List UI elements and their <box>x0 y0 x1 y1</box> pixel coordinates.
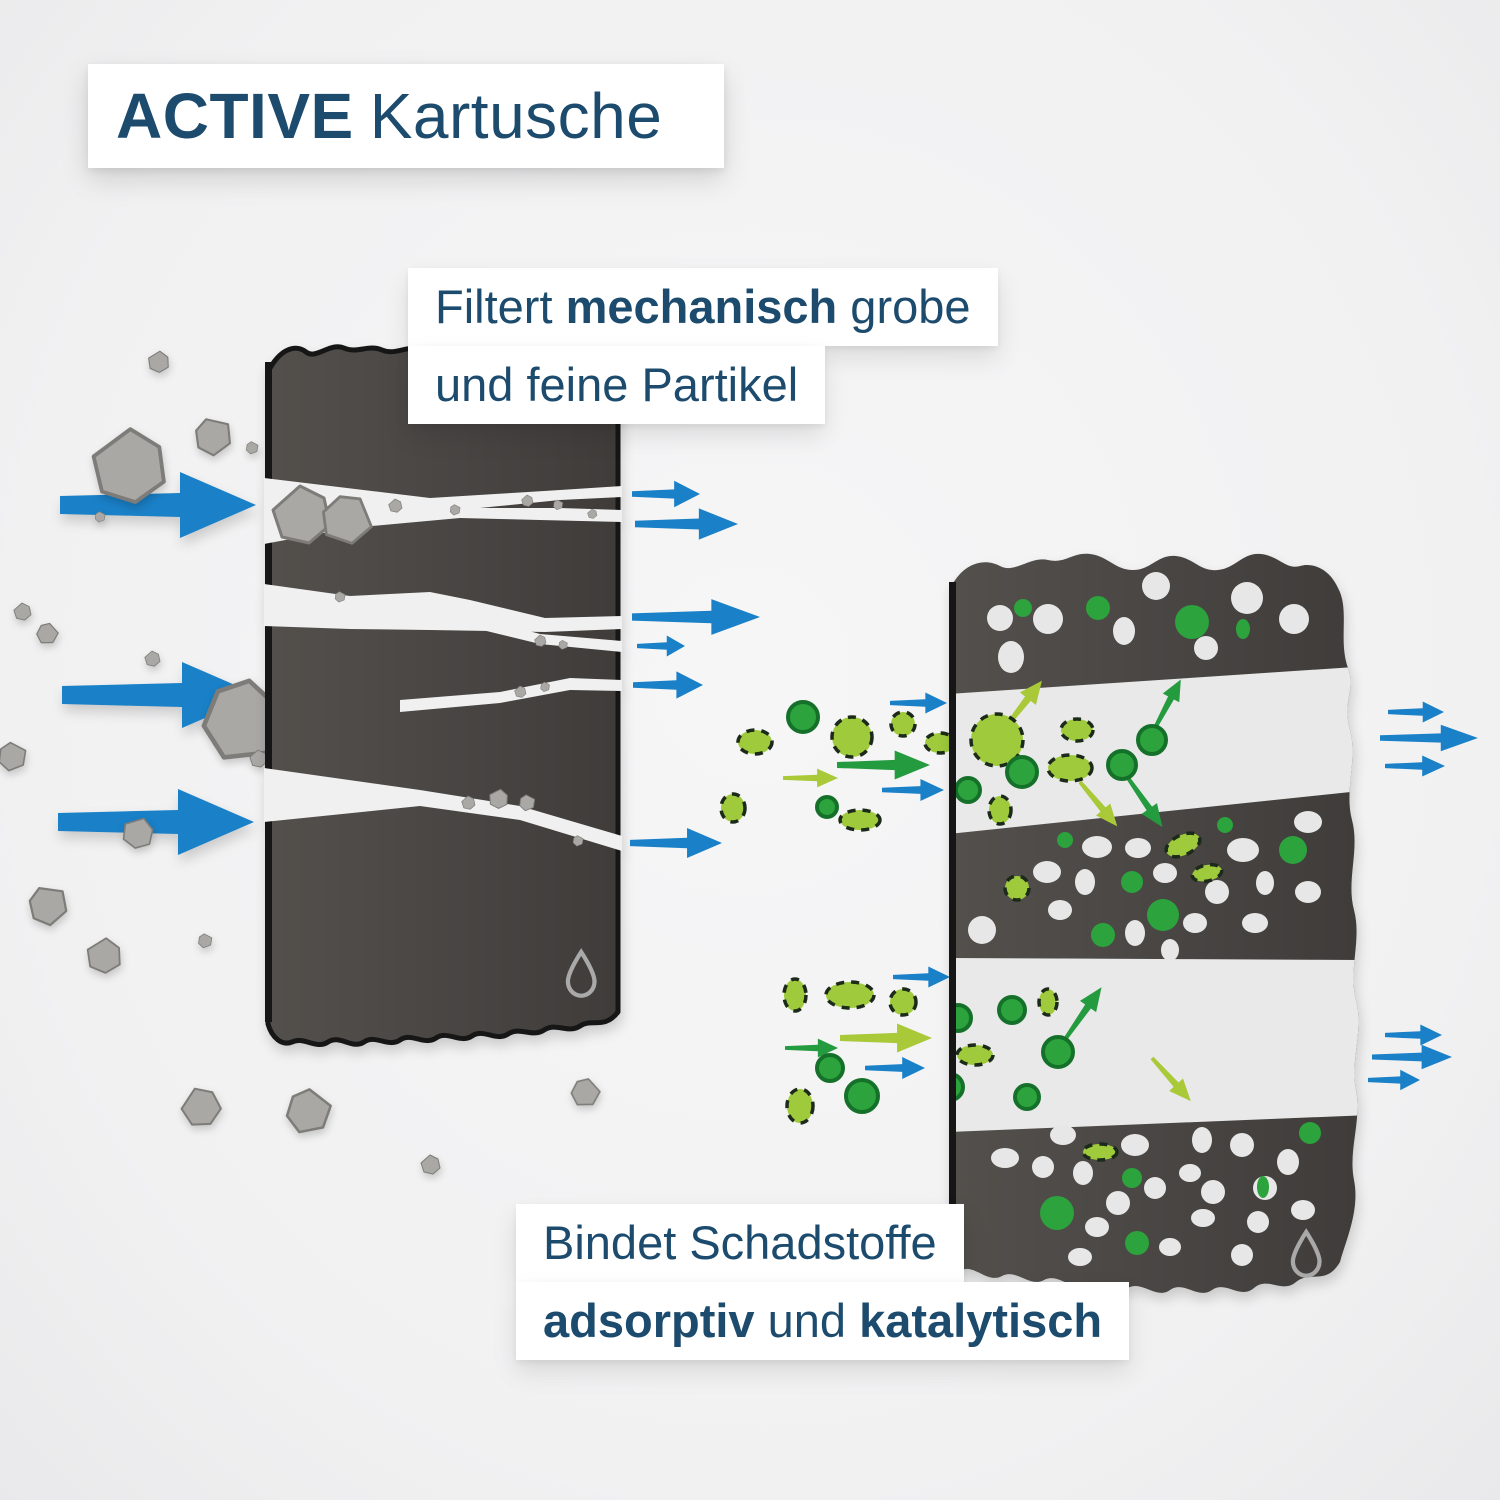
filter-inlet-face <box>949 582 956 1268</box>
inflow-arrow <box>58 789 254 855</box>
adsorptive-filter-body <box>949 553 1359 1293</box>
flow-band-lower <box>952 958 1359 1132</box>
title-product: Kartusche <box>369 80 663 152</box>
band-lower-pollutants <box>952 981 1198 1111</box>
label-mechanical-line2: und feine Partikel <box>408 346 826 424</box>
pollutant-inflow-lower <box>782 966 950 1125</box>
label-adsorptive-binding: Bindet Schadstoffe adsorptiv und katalyt… <box>516 1204 1130 1360</box>
pollutant-inflow-upper <box>719 692 957 832</box>
purified-water-arrows <box>1368 701 1478 1091</box>
band-upper-pollutants <box>954 674 1190 833</box>
label-mechanical-line1: Filtert mechanisch grobe <box>408 268 998 346</box>
adsorber-pores-middle <box>968 811 1322 961</box>
adsorber-pores-top <box>987 572 1309 673</box>
title-brand: ACTIVE <box>116 80 354 152</box>
label-mechanical-filtration: Filtert mechanisch grobe und feine Parti… <box>408 268 998 424</box>
adsorptive-filter-illustration <box>719 553 1478 1293</box>
adsorber-pores-bottom <box>991 1122 1321 1266</box>
label-adsorptive-line1: Bindet Schadstoffe <box>516 1204 964 1282</box>
mechanical-filter-illustration <box>0 344 760 1175</box>
filter-inlet-face <box>265 362 272 1022</box>
mechanical-filter-body <box>264 344 622 1048</box>
filter-block <box>265 344 621 1048</box>
label-adsorptive-line2: adsorptiv und katalytisch <box>516 1282 1130 1360</box>
